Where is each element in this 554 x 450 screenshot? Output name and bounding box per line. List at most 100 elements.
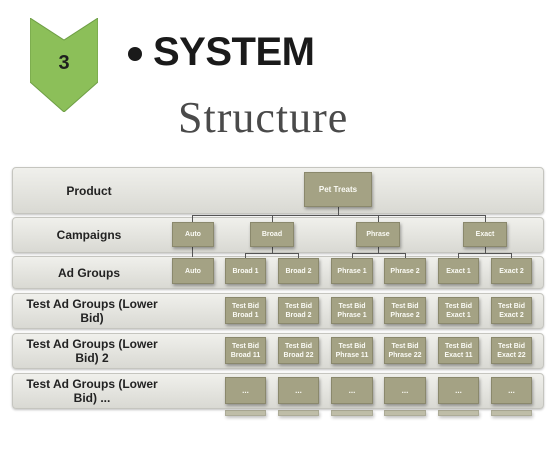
node-label: Phrase 1 [337, 267, 367, 275]
connector-line [485, 215, 486, 222]
connector-line [192, 215, 193, 222]
node-label-line2: Phrase 1 [337, 311, 367, 319]
node-label-line2: Broad 1 [232, 311, 259, 319]
node-label: Phrase [366, 231, 390, 238]
ad-group-node: Broad 2 [278, 258, 319, 284]
test-group-node: ... [331, 377, 373, 404]
page-title: SYSTEM [153, 30, 315, 74]
node-label-line1: Test Bid [497, 342, 526, 350]
node-label: ... [508, 386, 515, 395]
node-label-line1: Test Bid [444, 342, 473, 350]
test-group-node: ... [384, 377, 426, 404]
node-label-line1: Test Bid [391, 302, 419, 310]
ad-group-node: Auto [172, 258, 214, 284]
page-subtitle: Structure [178, 93, 349, 142]
connector-line [458, 253, 459, 258]
step-badge: 3 [30, 18, 98, 112]
product-node: Pet Treats [304, 172, 372, 207]
node-label-line2: Exact 1 [446, 311, 471, 319]
node-label: Broad [261, 231, 283, 238]
node-label-line1: Test Bid [338, 342, 366, 350]
connector-line [511, 253, 512, 258]
ad-group-node: Broad 1 [225, 258, 266, 284]
connector-line [352, 253, 405, 254]
ad-group-node: Exact 2 [491, 258, 532, 284]
node-label-line2: Phrase 2 [390, 311, 420, 319]
row-label: Product [66, 183, 112, 198]
connector-line [192, 247, 193, 257]
connector-line [485, 247, 486, 253]
node-label-line2: Phrase 22 [388, 351, 422, 359]
connector-line [338, 207, 339, 216]
campaign-node: Broad [250, 222, 294, 247]
connector-line [272, 247, 273, 253]
connector-line [378, 215, 379, 222]
connector-line [245, 253, 298, 254]
connector-line [378, 247, 379, 253]
test-group-node: ... [225, 377, 266, 404]
connector-line [192, 215, 485, 216]
node-label-line2: Phrase 11 [335, 351, 369, 359]
node-label-line1: Test Bid [391, 342, 419, 350]
continuation-node [331, 410, 373, 416]
continuation-node [384, 410, 426, 416]
node-label: Pet Treats [318, 185, 358, 194]
node-label-line2: Broad 2 [285, 311, 312, 319]
node-label: Broad 2 [285, 267, 312, 275]
node-label: Broad 1 [232, 267, 259, 275]
node-label-line1: Test Bid [338, 302, 366, 310]
node-label: ... [455, 386, 462, 395]
node-label: ... [401, 386, 409, 395]
connector-line [272, 215, 273, 222]
node-label: ... [348, 386, 356, 395]
campaign-node: Phrase [356, 222, 400, 247]
node-label: ... [242, 386, 249, 395]
row-band-product [12, 167, 544, 214]
row-label: Test Ad Groups (Lower Bid) ... [26, 377, 158, 405]
row-label: Ad Groups [58, 265, 120, 280]
node-label: Exact [475, 231, 495, 238]
ad-group-node: Phrase 2 [384, 258, 426, 284]
node-label-line2: Exact 11 [444, 351, 473, 359]
node-label: Exact 1 [446, 267, 471, 275]
bullet-dot [128, 47, 142, 61]
node-label-line1: Test Bid [284, 342, 313, 350]
campaign-node: Auto [172, 222, 214, 247]
continuation-node [278, 410, 319, 416]
node-label: Auto [185, 267, 201, 275]
node-label-line2: Broad 11 [230, 351, 261, 359]
ad-group-node: Exact 1 [438, 258, 479, 284]
node-label: Exact 2 [499, 267, 524, 275]
node-label-line1: Test Bid [444, 302, 473, 310]
node-label: Auto [185, 231, 201, 238]
step-number: 3 [58, 52, 70, 74]
test-group-node: ... [278, 377, 319, 404]
row-label: Campaigns [56, 228, 122, 242]
node-label: Phrase 2 [390, 267, 420, 275]
connector-line [298, 253, 299, 258]
test-group-node: ... [438, 377, 479, 404]
node-label-line1: Test Bid [231, 342, 260, 350]
ad-group-node: Phrase 1 [331, 258, 373, 284]
node-label-line1: Test Bid [284, 302, 313, 310]
node-label-line2: Exact 22 [497, 351, 526, 359]
node-label-line1: Test Bid [231, 302, 260, 310]
continuation-node [438, 410, 479, 416]
row-label: Test Ad Groups (Lower Bid) [26, 297, 158, 325]
node-label-line2: Broad 22 [283, 351, 314, 359]
connector-line [458, 253, 511, 254]
connector-line [352, 253, 353, 258]
